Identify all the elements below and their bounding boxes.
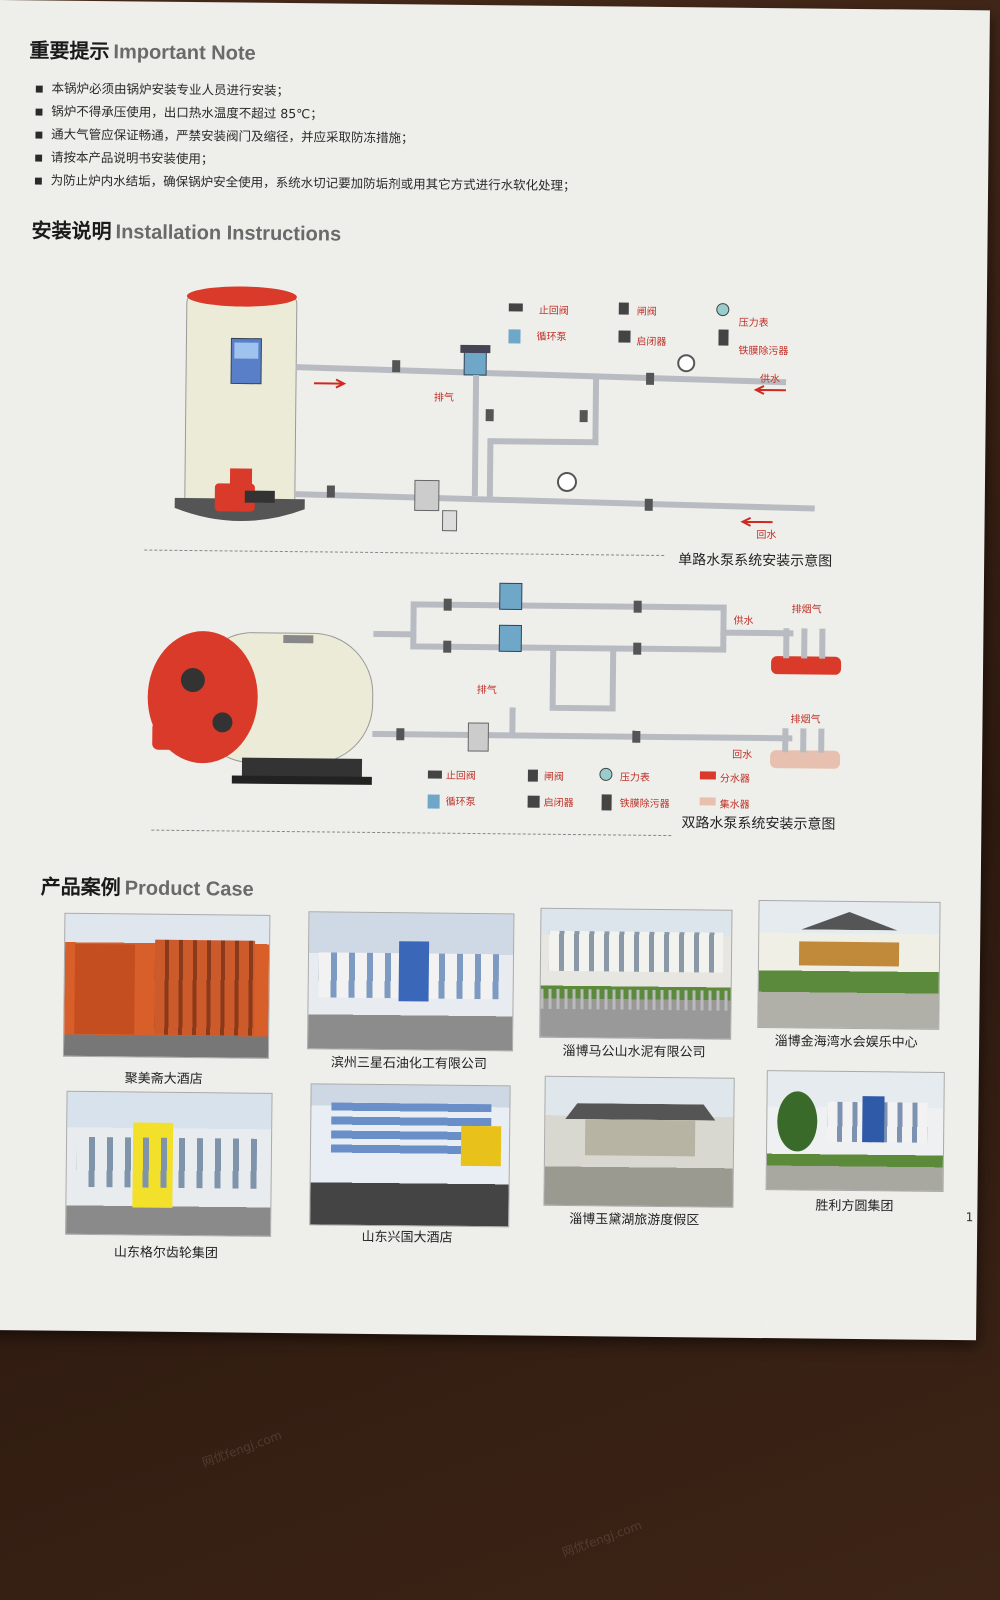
case-caption: 淄博马公山水泥有限公司	[562, 1043, 706, 1061]
legend-gate-valve: 闸阀	[636, 306, 657, 318]
label-supply: 供水	[760, 373, 781, 386]
double-pump-caption: 双路水泵系统安装示意图	[681, 815, 836, 833]
legend2-pressure-gauge: 压力表	[619, 772, 650, 784]
label-return: 回水	[756, 529, 777, 542]
legend-check-valve: 止回阀	[538, 305, 569, 317]
case-caption: 淄博金海湾水会娱乐中心	[774, 1034, 918, 1051]
case-photo	[765, 1070, 945, 1192]
legend2-gate-valve: 闸阀	[543, 771, 564, 783]
legend2-water-distributor: 分水器	[719, 773, 750, 785]
case-photo	[757, 899, 941, 1030]
double-pump-diagram	[147, 582, 842, 811]
case-caption: 淄博玉黛湖旅游度假区	[569, 1212, 700, 1229]
legend-opener: 启闭器	[636, 336, 667, 348]
single-pump-caption: 单路水泵系统安装示意图	[678, 552, 833, 570]
case-photo	[309, 1083, 511, 1228]
legend2-opener: 启闭器	[543, 797, 574, 810]
label-exhaust: 排气	[433, 392, 454, 404]
label2-exhaust: 排气	[476, 685, 497, 697]
note-item: 为防止炉内水结垢，确保锅炉安全使用，系统水切记要加防垢剂或用其它方式进行水软化处…	[34, 168, 576, 197]
legend-pressure-gauge: 压力表	[738, 317, 769, 330]
case-photo	[62, 912, 271, 1059]
case-photo	[65, 1090, 273, 1237]
label2-exhaust-bottom: 排烟气	[790, 714, 821, 726]
case-photo	[539, 907, 733, 1040]
legend2-dirt-separator: 铁膜除污器	[619, 798, 670, 811]
case-photo	[543, 1075, 735, 1208]
notes-list: 本锅炉必须由锅炉安装专业人员进行安装； 锅炉不得承压使用，出口热水温度不超过 8…	[34, 76, 577, 197]
label2-exhaust-top: 排烟气	[791, 604, 822, 616]
case-photo	[307, 911, 515, 1052]
single-pump-diagram	[174, 286, 815, 532]
legend2-check-valve: 止回阀	[445, 770, 476, 783]
case-caption: 聚美斋大酒店	[124, 1071, 203, 1088]
case-caption: 胜利方圆集团	[815, 1198, 894, 1215]
case-caption: 山东兴国大酒店	[361, 1229, 453, 1246]
label2-return: 回水	[732, 749, 753, 761]
page-number: 1	[965, 1210, 974, 1225]
case-caption: 滨州三星石油化工有限公司	[330, 1055, 487, 1073]
legend-circulation-pump: 循环泵	[536, 331, 567, 343]
legend2-circulation-pump: 循环泵	[445, 796, 476, 809]
divider	[151, 829, 672, 837]
case-caption: 山东格尔齿轮集团	[113, 1245, 218, 1262]
legend-dirt-separator: 铁膜除污器	[738, 345, 789, 358]
legend2-water-collector: 集水器	[719, 799, 750, 811]
label2-supply: 供水	[733, 615, 754, 627]
